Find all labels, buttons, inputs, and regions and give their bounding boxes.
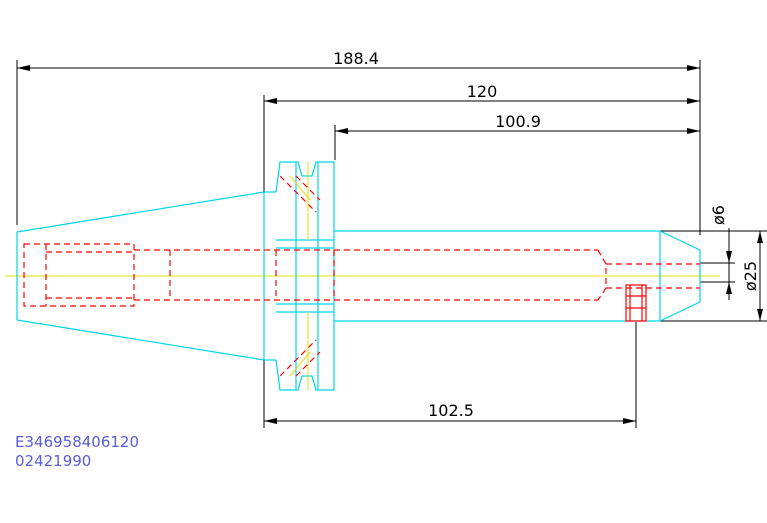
- tip-diameter-label: ø6: [709, 205, 728, 225]
- shank-diameter-label: ø25: [741, 261, 760, 291]
- tool-holder-outline: [16, 161, 701, 391]
- pin-position-label: 102.5: [428, 401, 474, 420]
- dimension-lines: [16, 60, 767, 428]
- overall-length-label: 188.4: [333, 49, 379, 68]
- flange-to-end-label: 120: [467, 82, 498, 101]
- date-code: 02421990: [15, 452, 92, 470]
- hidden-lines: [23, 175, 700, 377]
- flange-detail-lines: [289, 162, 311, 390]
- part-code: E346958406120: [15, 433, 139, 451]
- shank-length-label: 100.9: [495, 112, 541, 131]
